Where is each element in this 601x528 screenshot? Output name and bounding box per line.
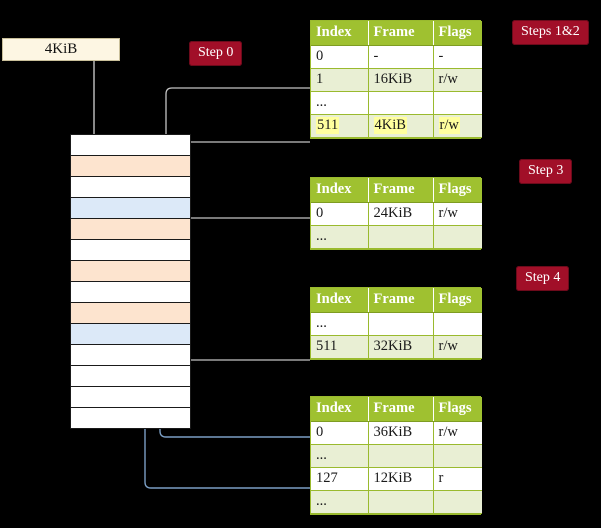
table-cell: ...	[311, 91, 369, 115]
table-cell: ...	[311, 444, 369, 468]
column-header-index: Index	[311, 21, 369, 46]
physical-memory-column	[70, 134, 191, 429]
table-cell: -	[368, 45, 434, 69]
memory-frame-row	[71, 156, 190, 177]
table-cell: r/w	[433, 335, 482, 359]
table-cell	[368, 490, 434, 514]
table-cell	[433, 225, 482, 249]
memory-frame-row	[71, 240, 190, 261]
memory-frame-row	[71, 366, 190, 387]
table-cell: r/w	[433, 68, 482, 92]
table-cell: 0	[311, 421, 369, 445]
table-cell	[433, 444, 482, 468]
wire-table2-row0	[176, 217, 310, 254]
table-cell	[433, 490, 482, 514]
memory-frame-row	[71, 324, 190, 345]
badge-steps-1-2-label: Steps 1&2	[521, 24, 580, 39]
column-header-index: Index	[311, 397, 369, 422]
badge-steps-1-2: Steps 1&2	[512, 20, 589, 45]
table-cell: 1	[311, 68, 369, 92]
column-header-index: Index	[311, 178, 369, 203]
table-row: ...	[311, 225, 482, 249]
table-cell: ...	[311, 225, 369, 249]
table-cell: 4KiB	[368, 114, 434, 138]
badge-step-0: Step 0	[189, 41, 243, 66]
table-cell: r/w	[433, 114, 482, 138]
memory-frame-row	[71, 345, 190, 366]
memory-frame-row	[71, 177, 190, 198]
table-cell	[368, 225, 434, 249]
table-row: ...	[311, 91, 482, 115]
table-cell: 511	[311, 114, 369, 138]
table-row: ...	[311, 444, 482, 468]
highlighted-value: 511	[316, 117, 340, 134]
highlighted-value: 4KiB	[373, 117, 407, 134]
column-header-frame: Frame	[368, 288, 434, 313]
memory-frame-row	[71, 387, 190, 408]
table-row: ...	[311, 490, 482, 514]
table-cell: 16KiB	[368, 68, 434, 92]
wire-table1-row511	[176, 141, 310, 155]
table-cell: 511	[311, 335, 369, 359]
memory-frame-row	[71, 219, 190, 240]
memory-frame-row	[71, 408, 190, 429]
table-cell: r/w	[433, 202, 482, 226]
table-cell: ...	[311, 312, 369, 336]
table-cell: 36KiB	[368, 421, 434, 445]
badge-step-3-label: Step 3	[528, 163, 564, 178]
table-cell	[433, 91, 482, 115]
table-cell	[433, 312, 482, 336]
table-cell: 24KiB	[368, 202, 434, 226]
memory-frame-row	[71, 261, 190, 282]
table-cell: 127	[311, 467, 369, 491]
memory-frame-row	[71, 198, 190, 219]
column-header-flags: Flags	[433, 21, 482, 46]
badge-step-4-label: Step 4	[525, 270, 561, 285]
table-cell: 0	[311, 45, 369, 69]
table-cell: ...	[311, 490, 369, 514]
table-cell	[368, 444, 434, 468]
table-cell	[368, 91, 434, 115]
memory-frame-row	[71, 282, 190, 303]
column-header-frame: Frame	[368, 178, 434, 203]
column-header-frame: Frame	[368, 397, 434, 422]
column-header-flags: Flags	[433, 178, 482, 203]
table-row: ...	[311, 312, 482, 336]
column-header-flags: Flags	[433, 288, 482, 313]
memory-frame-row	[71, 303, 190, 324]
table-cell: 12KiB	[368, 467, 434, 491]
column-header-flags: Flags	[433, 397, 482, 422]
table-row: 511 4KiB r/w	[311, 114, 482, 138]
column-header-index: Index	[311, 288, 369, 313]
table-cell	[368, 312, 434, 336]
badge-step-0-label: Step 0	[198, 45, 234, 60]
column-header-frame: Frame	[368, 21, 434, 46]
page-size-box: 4KiB	[2, 38, 120, 61]
page-size-label: 4KiB	[44, 41, 78, 57]
memory-frame-row	[71, 135, 190, 156]
table-row: 0--	[311, 45, 482, 69]
table-cell: r/w	[433, 421, 482, 445]
highlighted-value: r/w	[438, 117, 460, 134]
badge-step-3: Step 3	[519, 159, 573, 184]
table-cell: -	[433, 45, 482, 69]
badge-step-4: Step 4	[516, 266, 570, 291]
table-cell: r	[433, 467, 482, 491]
table-cell: 0	[311, 202, 369, 226]
table-cell: 32KiB	[368, 335, 434, 359]
wire-mem-to-table3	[171, 314, 310, 361]
